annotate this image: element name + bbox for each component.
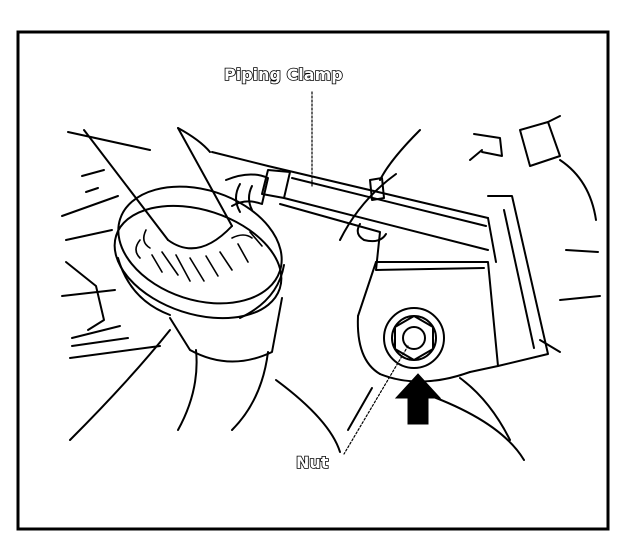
- housing-right: [275, 115, 601, 461]
- label-nut: Nut: [296, 453, 329, 472]
- pipe-boot: [169, 297, 283, 431]
- arrow-up-icon: [394, 373, 442, 425]
- nut-leader: [343, 345, 409, 455]
- nut: [383, 307, 445, 369]
- label-piping-clamp: Piping Clamp: [224, 65, 343, 84]
- figure-frame: [16, 30, 610, 531]
- engine-body-contours: [61, 131, 171, 441]
- mounting-bracket: [356, 195, 549, 383]
- piping-clamp: [211, 151, 497, 271]
- pipe-band: [225, 173, 269, 213]
- pipe-grommet: [113, 185, 285, 320]
- grommet-ribs: [135, 229, 263, 282]
- pipe: [83, 127, 233, 250]
